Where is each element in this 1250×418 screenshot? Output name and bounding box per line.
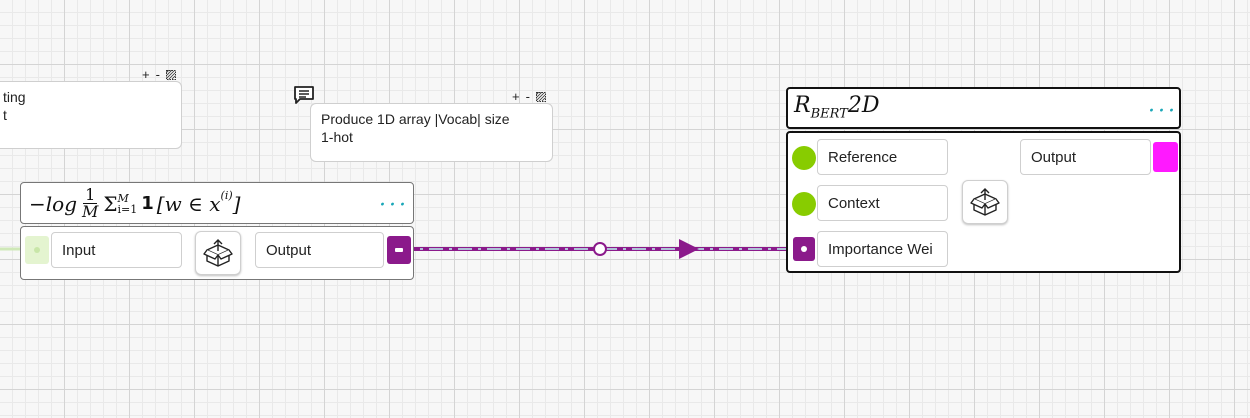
input-port[interactable] <box>25 236 49 264</box>
formula-limits: M i=1 <box>118 193 138 215</box>
bert-output-label: Output <box>1020 139 1151 175</box>
formula-sup2: (i) <box>220 189 233 202</box>
note-center-plus-button[interactable]: + <box>512 89 520 104</box>
bert-node-menu-button[interactable]: ··· <box>1148 99 1178 124</box>
context-input-label: Context <box>817 185 948 221</box>
formula-sigma: Σ <box>103 191 118 216</box>
formula-frac-num: 1 <box>85 185 96 204</box>
note-left[interactable]: ting t <box>0 81 182 149</box>
context-port[interactable] <box>792 192 816 216</box>
fullscreen-hatch-icon[interactable] <box>165 69 176 80</box>
bert-title-sub: BERT <box>810 106 848 122</box>
formula-neg-log: −log <box>29 191 77 216</box>
bert-node-title[interactable]: RBERT2D ··· <box>786 87 1181 129</box>
formula-fraction: 1 M <box>82 187 98 220</box>
package-export-button[interactable] <box>962 180 1008 224</box>
note-center[interactable]: Produce 1D array |Vocab| size 1-hot <box>310 103 553 162</box>
reference-input-label: Reference <box>817 139 948 175</box>
package-export-icon <box>970 188 1000 216</box>
output-label: Output <box>255 232 384 268</box>
package-export-button[interactable] <box>195 231 241 275</box>
loss-formula: −log 1 M Σ M i=1 1 [w ∈ x (i) ] <box>29 187 240 220</box>
fraction-bar <box>83 203 98 204</box>
formula-sup: M <box>117 191 129 205</box>
loss-node-body: Input Output <box>20 226 414 280</box>
bert-title-tail: 2D <box>847 93 880 118</box>
loss-node-menu-button[interactable]: ··· <box>379 193 409 218</box>
bert-node-body: Reference Context Importance Wei Output <box>786 131 1181 273</box>
comment-icon[interactable] <box>293 85 315 105</box>
edge-loss-to-bert[interactable] <box>400 239 800 259</box>
bert-title-main: R <box>794 93 811 118</box>
note-center-tools: + - <box>512 89 546 104</box>
formula-close: ] <box>232 191 241 216</box>
formula-bracket: [w ∈ x <box>156 191 221 216</box>
output-port[interactable] <box>387 236 411 264</box>
bert-output-port[interactable] <box>1153 142 1178 172</box>
formula-sub: i=1 <box>117 202 138 216</box>
formula-frac-den: M <box>82 202 99 221</box>
note-left-plus-button[interactable]: + <box>142 67 150 82</box>
importance-weights-input-label: Importance Wei <box>817 231 948 267</box>
note-left-tools: + - <box>142 67 176 82</box>
formula-indicator: 1 <box>141 193 154 214</box>
loss-node-title[interactable]: −log 1 M Σ M i=1 1 [w ∈ x (i) ] ··· <box>20 182 414 224</box>
importance-weights-port[interactable] <box>793 237 815 261</box>
edge-midpoint-handle[interactable] <box>593 242 607 256</box>
input-label: Input <box>51 232 182 268</box>
package-export-icon <box>203 239 233 267</box>
reference-port[interactable] <box>792 146 816 170</box>
fullscreen-hatch-icon[interactable] <box>535 91 546 102</box>
edge-arrowhead <box>679 239 699 259</box>
bert-title: RBERT2D <box>794 93 880 121</box>
note-center-minus-button[interactable]: - <box>525 89 530 104</box>
note-left-minus-button[interactable]: - <box>155 67 160 82</box>
